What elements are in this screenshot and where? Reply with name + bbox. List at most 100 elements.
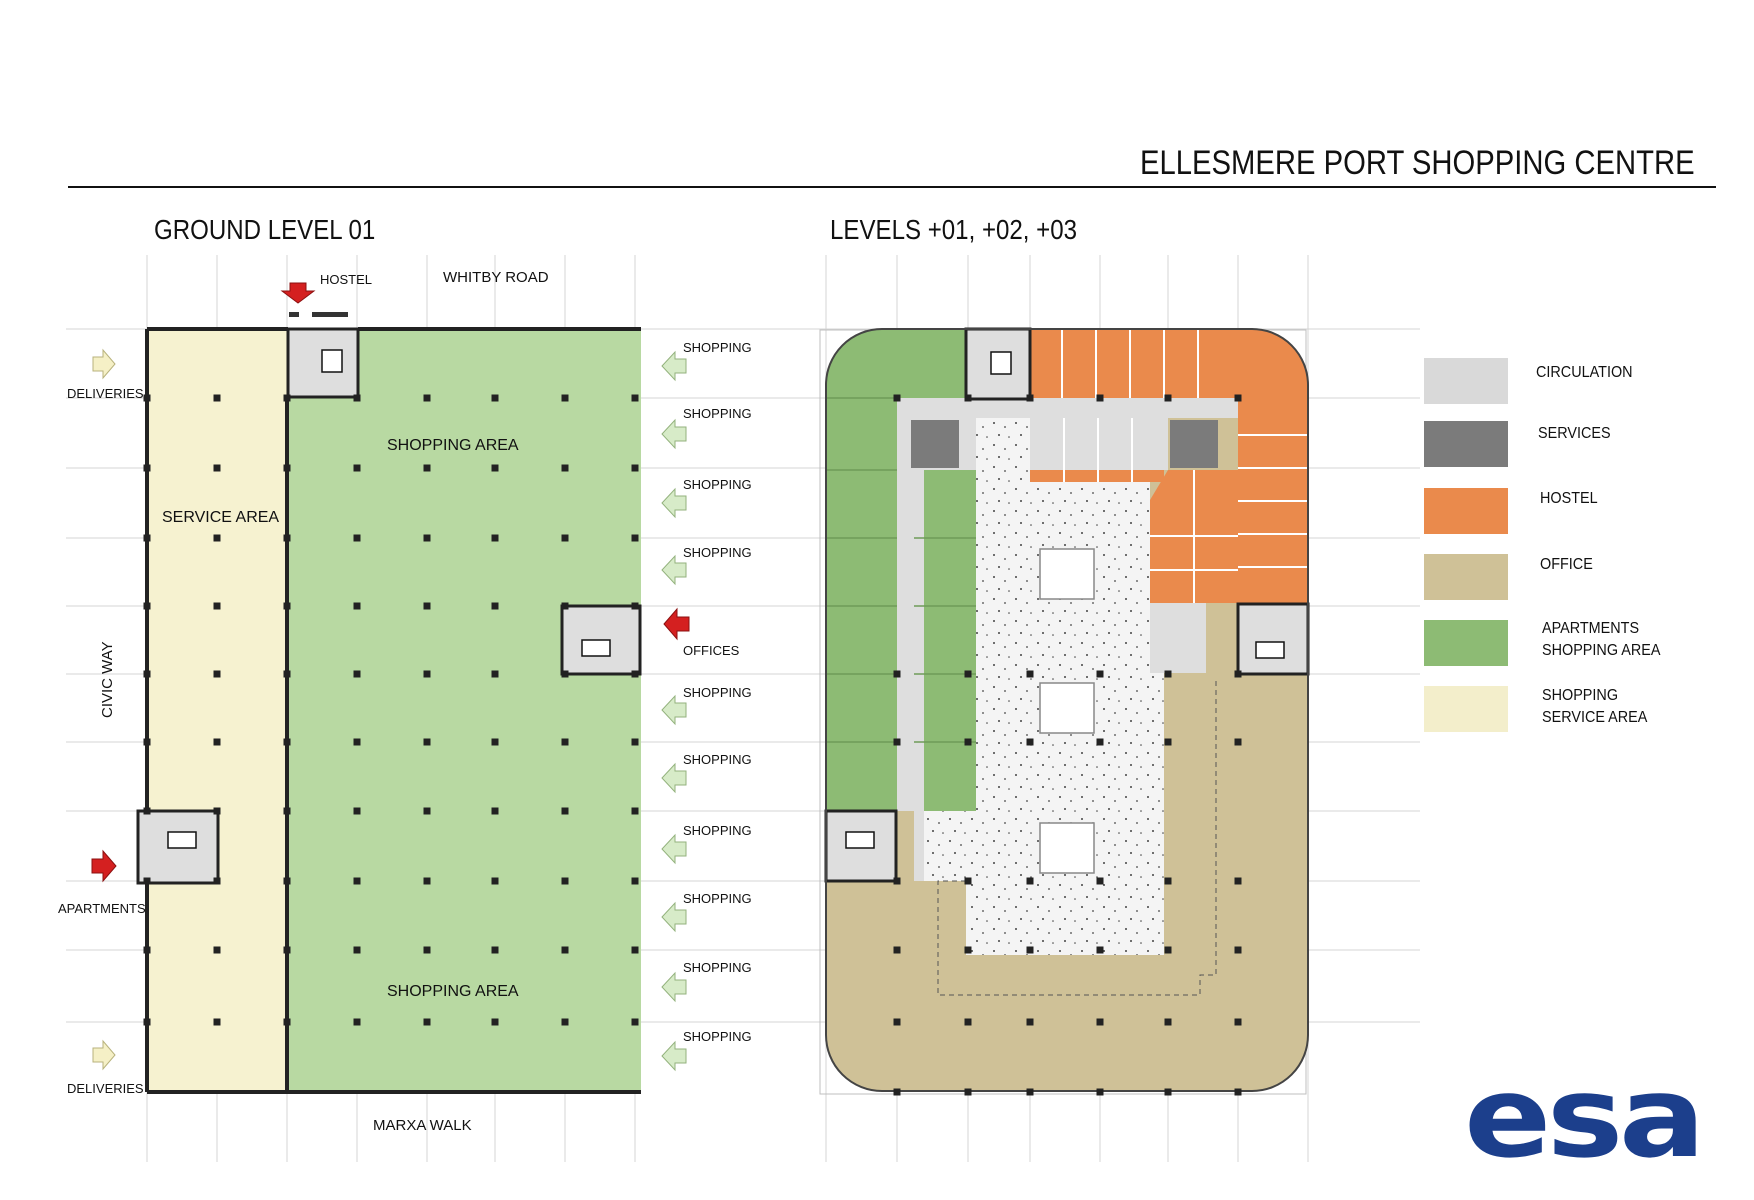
structural-column	[423, 1018, 431, 1026]
levels-cores	[824, 327, 1310, 883]
offices-entrance-label: OFFICES	[683, 643, 740, 658]
legend-swatch-apartments-shopping	[1424, 620, 1508, 666]
levels-plan	[745, 255, 1420, 1162]
structural-column	[423, 670, 431, 678]
ground-hostel-gate	[289, 312, 348, 317]
legend-label-circulation: CIRCULATION	[1536, 364, 1633, 381]
levels-hostel-rooms	[1061, 329, 1308, 603]
shopping-entrance-label: SHOPPING	[683, 752, 752, 767]
ground-shopping-area	[287, 329, 641, 1092]
structural-column	[283, 738, 291, 746]
structural-column	[1164, 738, 1172, 746]
structural-column	[1234, 738, 1242, 746]
structural-column	[213, 394, 221, 402]
structural-column	[561, 807, 569, 815]
shopping-arrow-icon	[661, 762, 687, 794]
shopping-area-top-label: SHOPPING AREA	[387, 437, 519, 454]
structural-column	[1164, 1088, 1172, 1096]
structural-column	[561, 877, 569, 885]
title-rule	[68, 186, 1716, 188]
shopping-arrow-icon	[661, 554, 687, 586]
structural-column	[353, 602, 361, 610]
structural-column	[561, 946, 569, 954]
hostel-arrow-icon	[280, 282, 316, 304]
structural-column	[283, 807, 291, 815]
structural-column	[353, 394, 361, 402]
structural-column	[491, 807, 499, 815]
legend-swatch-shopping-service	[1424, 686, 1508, 732]
structural-column	[964, 738, 972, 746]
structural-column	[283, 602, 291, 610]
structural-column	[143, 602, 151, 610]
legend-swatch-hostel	[1424, 488, 1508, 534]
structural-column	[213, 534, 221, 542]
shopping-entrance-label: SHOPPING	[683, 477, 752, 492]
shopping-arrow-icon	[661, 1040, 687, 1072]
offices-arrow-icon	[663, 607, 690, 641]
structural-column	[893, 1018, 901, 1026]
legend-swatch-services	[1424, 421, 1508, 467]
legend-label-apartments-shopping: APARTMENTS SHOPPING AREA	[1542, 620, 1661, 659]
apartments-arrow-icon	[91, 849, 117, 883]
shopping-entrance-label: SHOPPING	[683, 960, 752, 975]
structural-column	[964, 670, 972, 678]
structural-column	[1164, 877, 1172, 885]
structural-column	[423, 946, 431, 954]
structural-column	[353, 1018, 361, 1026]
structural-column	[1026, 670, 1034, 678]
structural-column	[491, 670, 499, 678]
legend-swatch-office	[1424, 554, 1508, 600]
structural-column	[1096, 670, 1104, 678]
legend-swatch-circulation	[1424, 358, 1508, 404]
structural-column	[353, 807, 361, 815]
ground-level-heading: GROUND LEVEL 01	[154, 214, 376, 245]
structural-column	[283, 946, 291, 954]
structural-column	[1026, 1018, 1034, 1026]
structural-column	[491, 534, 499, 542]
levels-columns	[893, 394, 1242, 1096]
upper-levels-heading: LEVELS +01, +02, +03	[830, 214, 1078, 245]
shopping-arrow-icon	[661, 487, 687, 519]
structural-column	[893, 1088, 901, 1096]
structural-column	[283, 877, 291, 885]
street-south-label: MARXA WALK	[373, 1117, 472, 1134]
structural-column	[143, 946, 151, 954]
structural-column	[213, 946, 221, 954]
deliveries-top-label: DELIVERIES	[67, 386, 144, 401]
structural-column	[283, 670, 291, 678]
structural-column	[1164, 394, 1172, 402]
structural-column	[1234, 1088, 1242, 1096]
levels-circulation-strip	[914, 398, 924, 811]
structural-column	[893, 394, 901, 402]
structural-column	[143, 670, 151, 678]
structural-column	[213, 738, 221, 746]
structural-column	[893, 738, 901, 746]
shopping-arrow-icon	[661, 350, 687, 382]
structural-column	[353, 464, 361, 472]
structural-column	[1026, 877, 1034, 885]
structural-column	[423, 877, 431, 885]
shopping-area-bottom-label: SHOPPING AREA	[387, 983, 519, 1000]
levels-atrium-voids	[1039, 548, 1095, 874]
structural-column	[1096, 877, 1104, 885]
structural-column	[631, 534, 639, 542]
structural-column	[631, 1018, 639, 1026]
ground-labels: WHITBY ROAD MARXA WALK CIVIC WAY SERVICE…	[58, 269, 752, 1134]
structural-column	[213, 670, 221, 678]
structural-column	[213, 807, 221, 815]
structural-column	[423, 738, 431, 746]
structural-column	[964, 1018, 972, 1026]
legend-label-services: SERVICES	[1538, 425, 1611, 442]
shopping-entrance-label: SHOPPING	[683, 823, 752, 838]
deliveries-arrow-icon	[92, 1039, 116, 1071]
shopping-arrow-icon	[661, 694, 687, 726]
structural-column	[491, 877, 499, 885]
structural-column	[353, 946, 361, 954]
ground-columns	[143, 394, 639, 1026]
shopping-entrance-label: SHOPPING	[683, 406, 752, 421]
structural-column	[423, 602, 431, 610]
deliveries-arrow-icon	[92, 348, 116, 380]
structural-column	[423, 534, 431, 542]
structural-column	[964, 877, 972, 885]
